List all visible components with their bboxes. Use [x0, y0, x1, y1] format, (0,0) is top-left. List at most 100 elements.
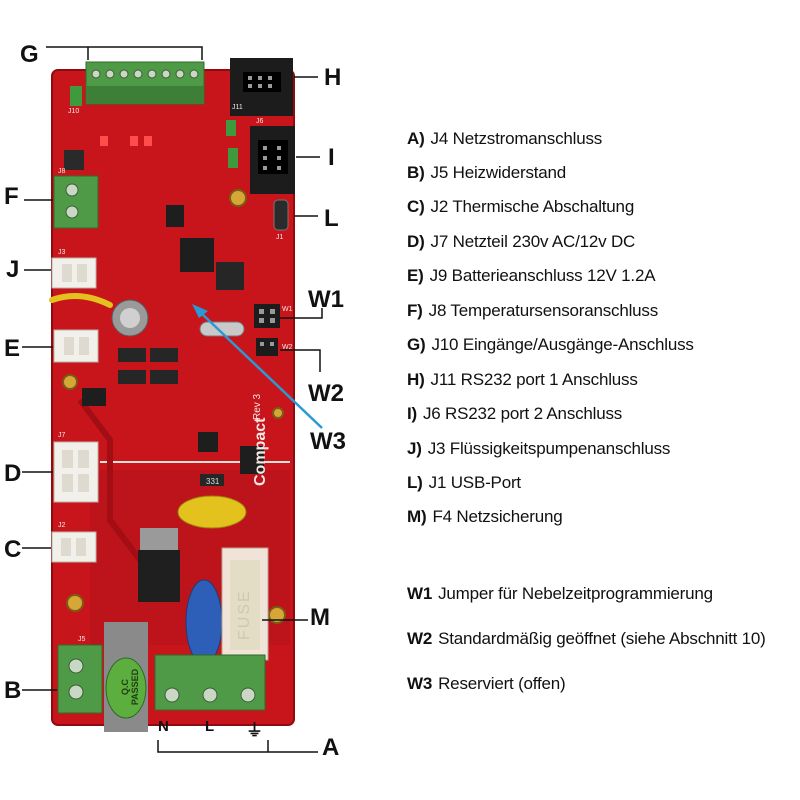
- legend-key: G): [407, 335, 426, 354]
- ic-chip: [166, 205, 184, 227]
- callout-w2: W2: [308, 380, 344, 407]
- callout-f: F: [4, 183, 19, 210]
- jumper-body: [254, 304, 280, 328]
- callout-w1: W1: [308, 286, 344, 313]
- connector-j: [51, 257, 97, 289]
- legend-key: B): [407, 163, 425, 182]
- smd-part: [118, 370, 146, 384]
- legend-text: J2 Thermische Abschaltung: [430, 197, 635, 216]
- terminal-screw: [161, 69, 171, 79]
- callout-b: B: [4, 677, 22, 704]
- jumper-pin: [259, 309, 264, 314]
- connector-d: [53, 441, 99, 503]
- legend-text: J7 Netzteil 230v AC/12v DC: [430, 232, 636, 251]
- regulator-tab: [140, 528, 178, 550]
- led: [100, 136, 108, 146]
- connector-c: [51, 531, 97, 563]
- terminal-screw: [164, 687, 180, 703]
- w3-arrow-line: [199, 311, 323, 429]
- green-part: [226, 120, 236, 136]
- pcb-model-label: Compact: [252, 417, 269, 486]
- terminal-body: [53, 175, 99, 229]
- legend-item: G)J10 Eingänge/Ausgänge-Anschluss: [407, 335, 694, 355]
- terminal-screw: [189, 69, 199, 79]
- callout-i: I: [328, 144, 335, 171]
- header-pins: [248, 76, 272, 88]
- callout-w3: W3: [310, 428, 346, 455]
- ref-label: J8: [58, 168, 66, 175]
- ref-label: 331: [206, 477, 220, 486]
- connector-slot: [64, 337, 74, 355]
- ref-label: J5: [78, 636, 86, 643]
- connector-body: [53, 329, 99, 363]
- electrolytic-capacitor: [111, 299, 149, 337]
- legend-text: F4 Netzsicherung: [432, 507, 563, 526]
- header-pin: [268, 84, 272, 88]
- fuse-holder-m: [221, 547, 269, 661]
- fuse-glass: [230, 560, 260, 650]
- mounting-hole: [66, 594, 84, 612]
- legend-item: E)J9 Batterieanschluss 12V 1.2A: [407, 266, 656, 286]
- terminal-label-n: N: [158, 718, 169, 735]
- connector-slot: [78, 450, 89, 468]
- smd-part: [200, 474, 224, 486]
- legend-text: J11 RS232 port 1 Anschluss: [430, 370, 638, 389]
- connector-slot: [76, 538, 86, 556]
- pcb-revision-label: Rev 3: [252, 393, 263, 420]
- terminal-front: [86, 86, 204, 104]
- voltage-regulator: [138, 528, 180, 602]
- callout-h: H: [324, 64, 342, 91]
- legend-text: J8 Temperatursensoranschluss: [428, 301, 659, 320]
- bracket-g: [46, 46, 203, 60]
- ic-chip: [82, 388, 106, 406]
- mounting-hole: [268, 606, 286, 624]
- terminal-screw: [119, 69, 129, 79]
- ref-label: J2: [58, 522, 66, 529]
- bracket-a: [157, 740, 318, 753]
- pushbutton: [64, 150, 84, 170]
- ref-label: J6: [256, 118, 264, 125]
- terminal-block-g: [85, 61, 205, 105]
- ic-chip: [180, 238, 214, 272]
- qc-sticker: [104, 622, 148, 732]
- legend-text: J5 Heizwiderstand: [430, 163, 567, 182]
- w3-arrow-head: [192, 304, 208, 318]
- ic-chip: [198, 432, 218, 452]
- terminal-screw: [175, 69, 185, 79]
- crystal: [199, 321, 245, 337]
- terminal-screw: [65, 183, 79, 197]
- terminal-screw: [147, 69, 157, 79]
- jumper-w1: [254, 304, 280, 328]
- yellow-capacitor: [177, 495, 247, 529]
- legend-key: F): [407, 301, 423, 320]
- legend-text: Jumper für Nebelzeitprogrammierung: [438, 584, 713, 603]
- ref-label: W2: [282, 344, 293, 351]
- legend-key: L): [407, 473, 423, 492]
- jumper-pin: [270, 309, 275, 314]
- terminal-body: [57, 644, 103, 714]
- mounting-hole: [62, 374, 78, 390]
- legend-item: M)F4 Netzsicherung: [407, 507, 563, 527]
- legend-text: J4 Netzstromanschluss: [430, 129, 603, 148]
- legend-text: J6 RS232 port 2 Anschluss: [422, 404, 623, 423]
- terminal-label-ground: ⏚: [246, 721, 263, 740]
- components: [64, 86, 264, 486]
- ref-label: J1: [276, 234, 284, 241]
- callout-d: D: [4, 460, 22, 487]
- connector-slot: [79, 337, 89, 355]
- header-socket: [243, 72, 281, 92]
- leader-w1: [280, 308, 323, 319]
- connector-body: [53, 441, 99, 503]
- terminal-label-l: L: [205, 718, 215, 735]
- legend-key: W3: [407, 674, 433, 693]
- jumper-pin: [270, 342, 274, 346]
- pcb-trace: [77, 398, 143, 562]
- connector-slot: [62, 450, 73, 468]
- legend-key: W2: [407, 629, 433, 648]
- terminal-screw: [91, 69, 101, 79]
- terminal-screw: [133, 69, 143, 79]
- mounting-hole: [272, 407, 284, 419]
- connector-slot: [62, 474, 73, 492]
- fuse-label: FUSE: [236, 589, 253, 640]
